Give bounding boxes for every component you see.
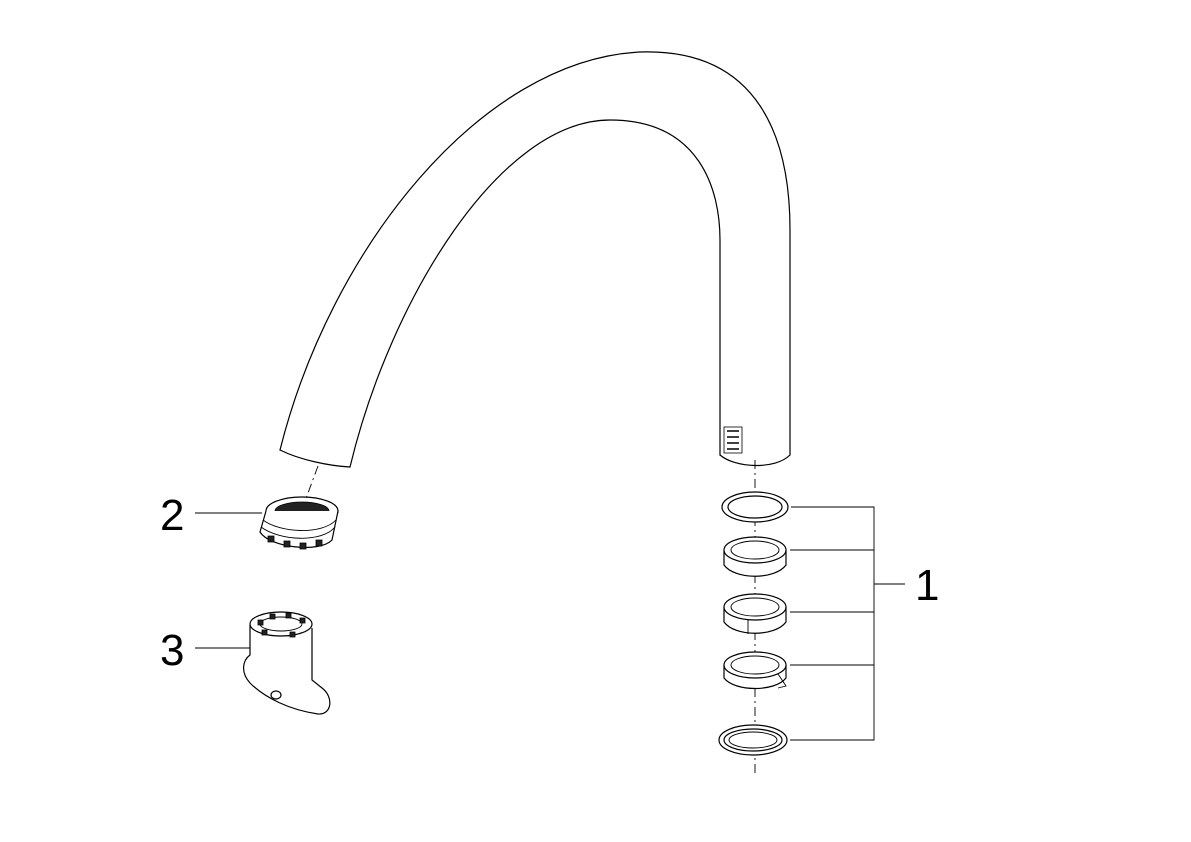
- spout: [279, 51, 791, 468]
- seal-ring-5: [718, 724, 788, 756]
- seal-ring-2: [723, 536, 787, 577]
- callout-1-leaders: [790, 506, 905, 741]
- seal-ring-3: [723, 593, 787, 634]
- aerator-part: [259, 496, 339, 550]
- callout-1-label: 1: [915, 561, 939, 610]
- callout-2-label: 2: [160, 491, 184, 540]
- brand-logo-mark: [723, 426, 743, 454]
- seal-ring-4: [723, 651, 787, 689]
- seal-ring-1: [721, 491, 789, 523]
- wrench-part: [243, 611, 331, 715]
- callout-3-label: 3: [160, 626, 184, 675]
